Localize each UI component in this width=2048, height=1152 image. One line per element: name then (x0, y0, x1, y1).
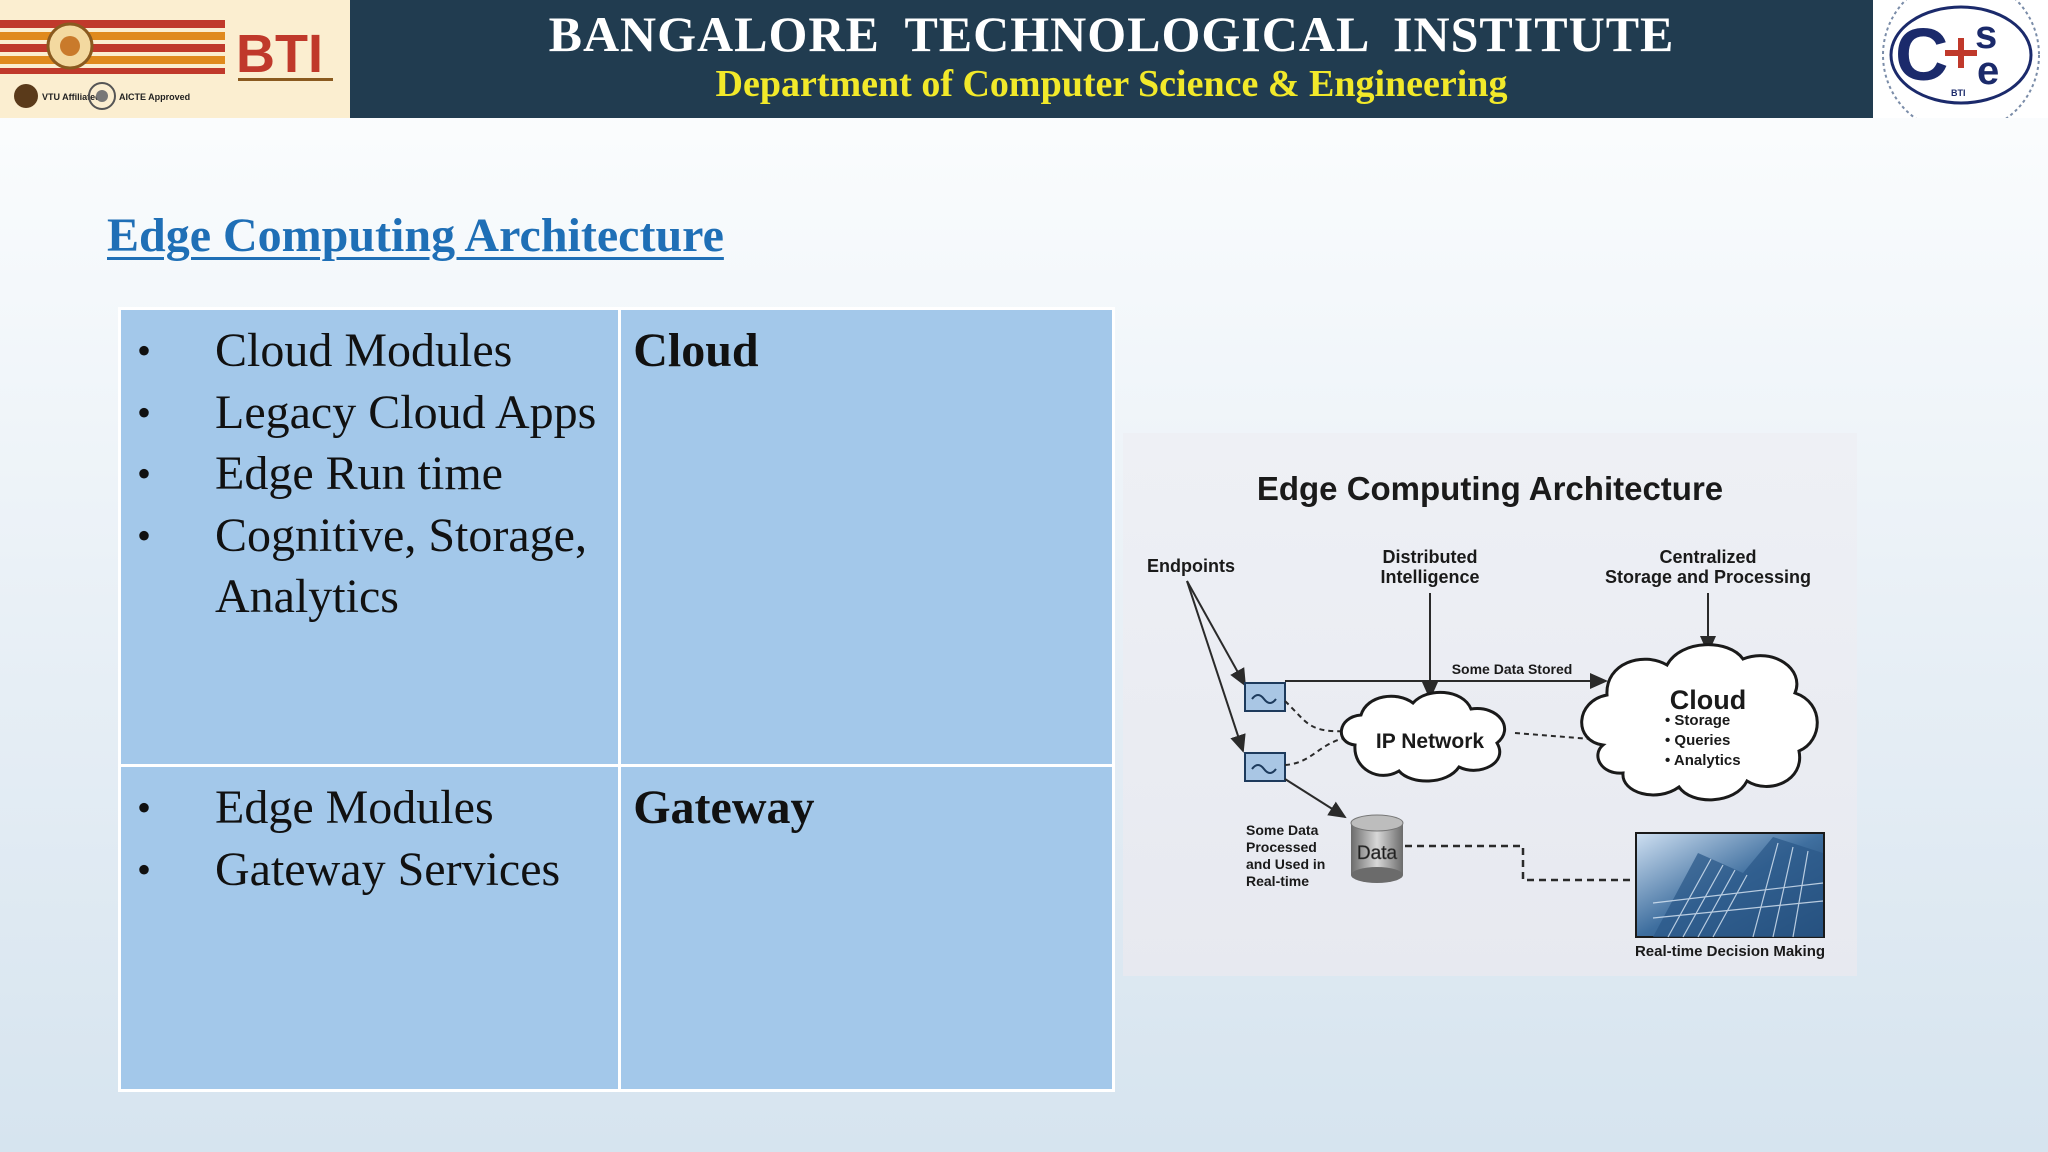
cse-logo-e: e (1977, 49, 1999, 93)
cloud-item: • Queries (1665, 732, 1730, 749)
processed-label-line1: Some Data (1246, 822, 1319, 838)
list-item-text: Cloud Modules (215, 324, 513, 377)
list-item: • Legacy Cloud Apps (133, 382, 606, 444)
ip-network-cloud: IP Network (1339, 690, 1506, 783)
centralized-label-line2: Storage and Processing (1605, 567, 1811, 587)
bullet-icon: • (137, 785, 152, 830)
decision-label: Real-time Decision Making (1635, 943, 1825, 960)
title-banner: BANGALORE TECHNOLOGICAL INSTITUTE Depart… (350, 0, 1873, 118)
list-item-text: Edge Modules (215, 781, 494, 834)
header-banner: BTI VTU Affiliated AICTE Approved BANGAL… (0, 0, 2048, 118)
table-row: • Cloud Modules • Legacy Cloud Apps • Edge … (117, 307, 1115, 767)
cloud-label-cell: Cloud (618, 307, 1115, 767)
cloud-icon: Cloud • Storage • Queries • Analytics (1580, 643, 1819, 802)
bti-logo-mark: BTI (236, 24, 323, 84)
list-item-text: Cognitive, Storage, Analytics (215, 508, 587, 624)
list-item: • Cloud Modules (133, 320, 606, 382)
some-data-stored-label: Some Data Stored (1452, 661, 1573, 677)
endpoints-label: Endpoints (1147, 556, 1235, 576)
processed-label-line3: and Used in (1246, 856, 1325, 872)
ip-network-label: IP Network (1376, 730, 1484, 753)
bullet-icon: • (137, 512, 152, 558)
slide-title: Edge Computing Architecture (107, 209, 724, 262)
aicte-badge: AICTE Approved (119, 92, 190, 102)
cloud-item: • Analytics (1665, 752, 1741, 769)
department-name: Department of Computer Science & Enginee… (715, 63, 1508, 105)
list-item-text: Edge Run time (215, 447, 503, 500)
list-item: • Edge Run time (133, 443, 606, 505)
cloud-components-list: • Cloud Modules • Legacy Cloud Apps • Edge … (133, 320, 606, 628)
centralized-label-line1: Centralized (1659, 547, 1756, 567)
cloud-components-cell: • Cloud Modules • Legacy Cloud Apps • Edge … (117, 307, 622, 767)
cse-logo-sub: BTI (1951, 88, 1966, 98)
table-row: • Edge Modules • Gateway Services Gateway (117, 764, 1115, 1092)
list-item: • Gateway Services (133, 839, 606, 901)
distributed-label-line1: Distributed (1382, 547, 1477, 567)
bullet-icon: • (137, 846, 152, 892)
bullet-icon: • (137, 389, 152, 435)
bullet-icon: • (137, 451, 152, 496)
data-label: Data (1357, 843, 1398, 864)
diagram-title: Edge Computing Architecture (1257, 470, 1723, 507)
database-icon: Data (1350, 814, 1404, 883)
cse-logo-s: s (1975, 13, 1997, 57)
gateway-components-cell: • Edge Modules • Gateway Services (117, 764, 622, 1092)
list-item: • Cognitive, Storage, Analytics (133, 505, 606, 628)
gateway-label-cell: Gateway (618, 764, 1115, 1092)
processed-label-line4: Real-time (1246, 873, 1309, 889)
bullet-icon: • (137, 328, 152, 373)
distributed-label-line2: Intelligence (1380, 567, 1479, 587)
list-item: • Edge Modules (133, 777, 606, 839)
cse-logo-c: C (1895, 13, 1948, 96)
sensor-icon (1244, 682, 1286, 712)
architecture-table: • Cloud Modules • Legacy Cloud Apps • Edge … (117, 307, 1115, 1092)
cloud-item: • Storage (1665, 712, 1730, 729)
gateway-components-list: • Edge Modules • Gateway Services (133, 777, 606, 900)
edge-architecture-diagram: Edge Computing Architecture Endpoints Di… (1123, 433, 1857, 976)
cloud-label: Cloud (633, 324, 759, 377)
sensor-icon (1244, 752, 1286, 782)
institute-name: BANGALORE TECHNOLOGICAL INSTITUTE (548, 6, 1675, 62)
cse-logo: C s e BTI (1873, 0, 2048, 118)
list-item-text: Legacy Cloud Apps (215, 385, 597, 439)
gateway-label: Gateway (633, 781, 815, 834)
vtu-badge: VTU Affiliated (42, 92, 101, 102)
cloud-title: Cloud (1670, 685, 1746, 715)
bti-logo: BTI VTU Affiliated AICTE Approved (0, 0, 350, 118)
building-image (1635, 832, 1825, 938)
processed-label-line2: Processed (1246, 839, 1317, 855)
list-item-text: Gateway Services (215, 842, 561, 896)
